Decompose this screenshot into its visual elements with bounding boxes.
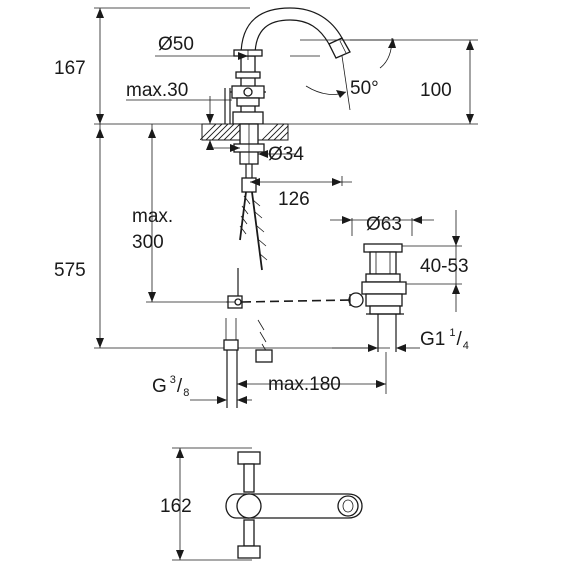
dimension-line-126 — [250, 176, 352, 186]
label-max-hose: max. — [132, 206, 173, 227]
label-diameter-body: Ø34 — [268, 144, 304, 165]
supply-hoses — [237, 164, 268, 298]
label-spout-reach: 126 — [278, 189, 310, 210]
dimension-line-100 — [350, 39, 478, 124]
label-waste-range: 40-53 — [420, 256, 469, 277]
label-plan-depth: 162 — [160, 496, 192, 517]
label-diameter-spout: Ø50 — [158, 34, 194, 55]
dimension-line-max-300 — [146, 124, 232, 303]
label-max-rod: max.180 — [268, 374, 341, 395]
label-g-quarter-den: 4 — [463, 340, 469, 352]
dimension-line-167 — [94, 7, 250, 124]
plan-view — [172, 447, 363, 561]
label-g-quarter-num: 1 — [449, 327, 455, 339]
label-g-eighth-den: 8 — [183, 387, 189, 399]
pop-up-waste — [330, 210, 462, 352]
deck-section — [200, 123, 296, 165]
label-diameter-waste: Ø63 — [366, 214, 402, 235]
label-g-eighth-num: 3 — [170, 374, 176, 386]
label-max-deck: max.30 — [126, 80, 188, 101]
hose-connectors — [223, 318, 273, 408]
dimension-line-max-30 — [126, 96, 232, 150]
label-angle: 50° — [350, 78, 379, 99]
dimension-line-max-180 — [237, 352, 387, 394]
label-height-top: 167 — [54, 58, 86, 79]
label-height-spout: 100 — [420, 80, 452, 101]
faucet-spout — [240, 7, 396, 111]
label-g-quarter-base: G1 — [420, 329, 445, 350]
pull-rod — [226, 295, 351, 309]
label-g-eighth-base: G — [152, 376, 167, 397]
dimension-line-diameter-50 — [155, 50, 320, 60]
label-max-hose-value: 300 — [132, 232, 164, 253]
faucet-body — [224, 49, 266, 125]
label-height-total: 575 — [54, 260, 86, 281]
dimension-line-g-3-8 — [190, 396, 252, 404]
